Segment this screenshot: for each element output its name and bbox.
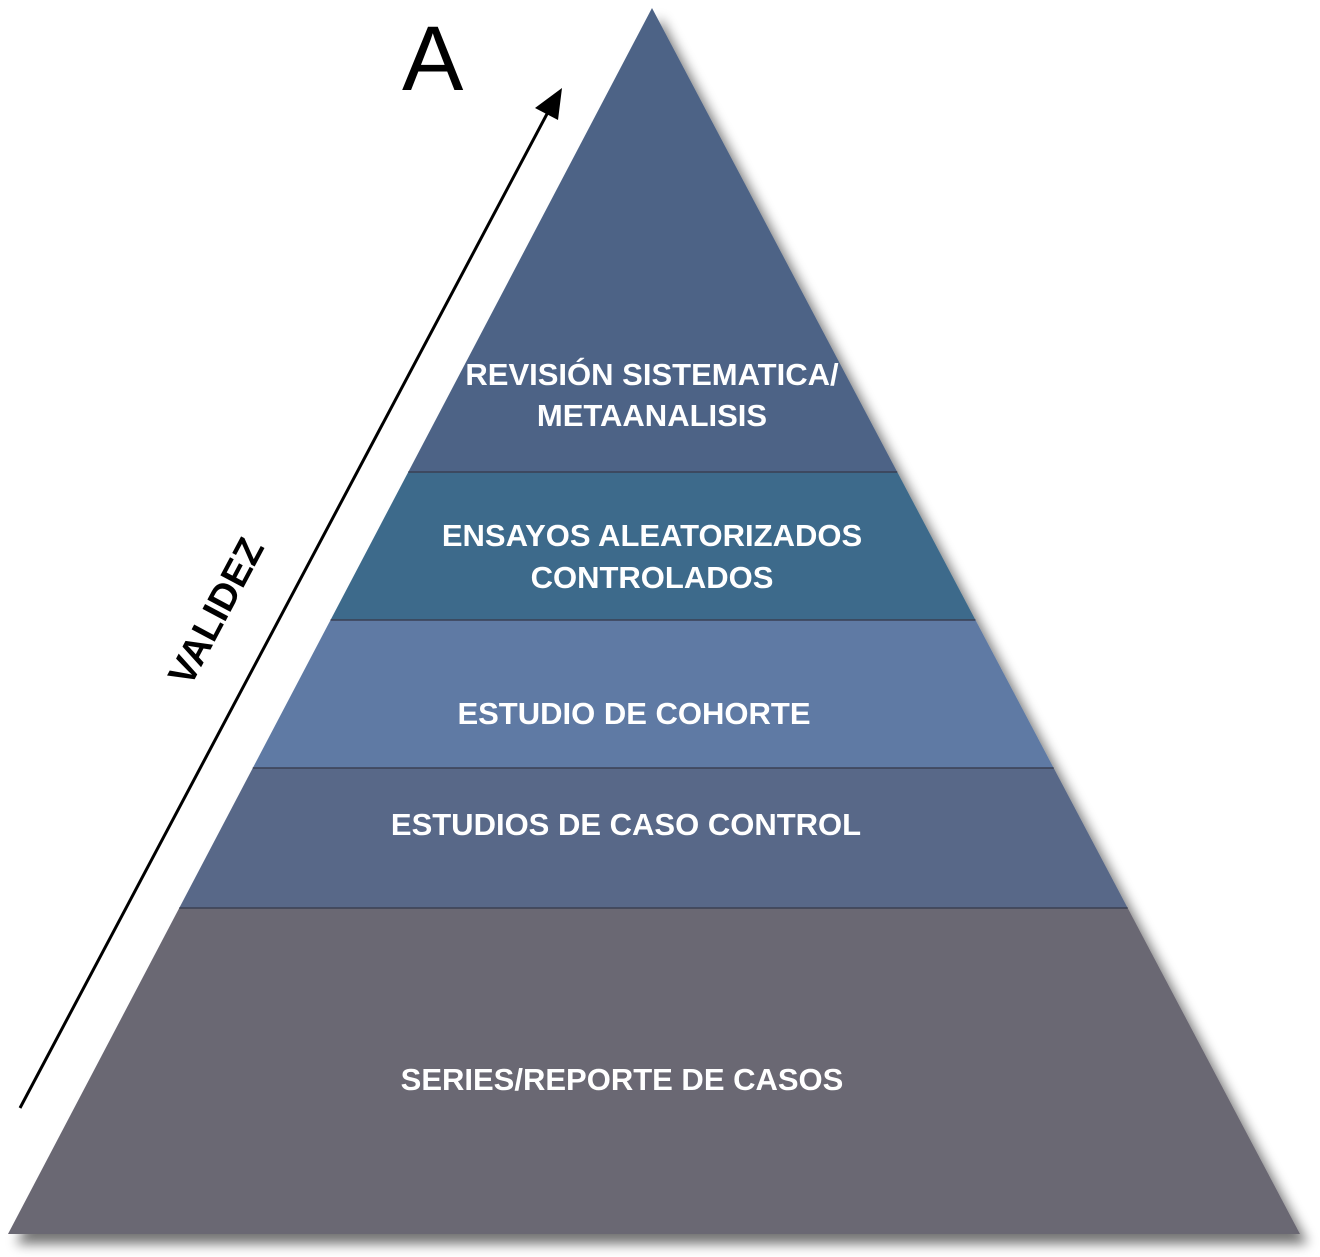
pyramid-layer-caso-control — [179, 768, 1128, 908]
layer-label-revision-sistematica: REVISIÓN SISTEMATICA/ — [465, 356, 839, 392]
layer-label-estudio-cohorte: ESTUDIO DE COHORTE — [457, 696, 810, 731]
panel-letter: A — [402, 8, 464, 110]
pyramid-layer-estudio-cohorte — [252, 620, 1054, 768]
pyramid-layer-ensayos-aleatorizados — [330, 472, 976, 620]
layer-label-ensayos-aleatorizados: ENSAYOS ALEATORIZADOS — [442, 518, 862, 553]
pyramid-labels: REVISIÓN SISTEMATICA/METAANALISIS ENSAYOS… — [391, 356, 862, 1097]
pyramid — [8, 8, 1300, 1234]
layer-label-series-reporte: SERIES/REPORTE DE CASOS — [401, 1062, 844, 1097]
layer-label-revision-sistematica: METAANALISIS — [537, 398, 767, 433]
layer-label-caso-control: ESTUDIOS DE CASO CONTROL — [391, 807, 861, 842]
layer-label-ensayos-aleatorizados: CONTROLADOS — [531, 560, 774, 595]
validity-arrow-shaft — [18, 111, 550, 1109]
pyramid-layer-revision-sistematica — [408, 8, 898, 472]
pyramid-layer-series-reporte — [8, 908, 1300, 1234]
validity-arrow-head-icon — [535, 88, 562, 120]
validity-axis-label: VALIDEZ — [161, 531, 273, 692]
